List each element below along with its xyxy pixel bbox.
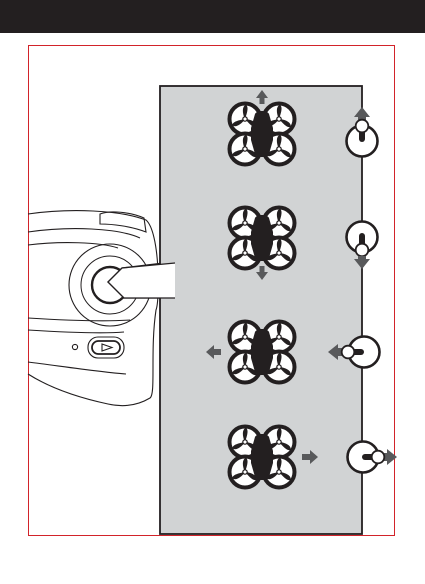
quadcopter-icon	[230, 208, 295, 269]
quadcopter-icon	[230, 322, 295, 383]
quadcopter-icon	[230, 427, 295, 488]
stick-push-right-icon	[348, 442, 398, 473]
quadcopter-icon	[230, 104, 295, 165]
